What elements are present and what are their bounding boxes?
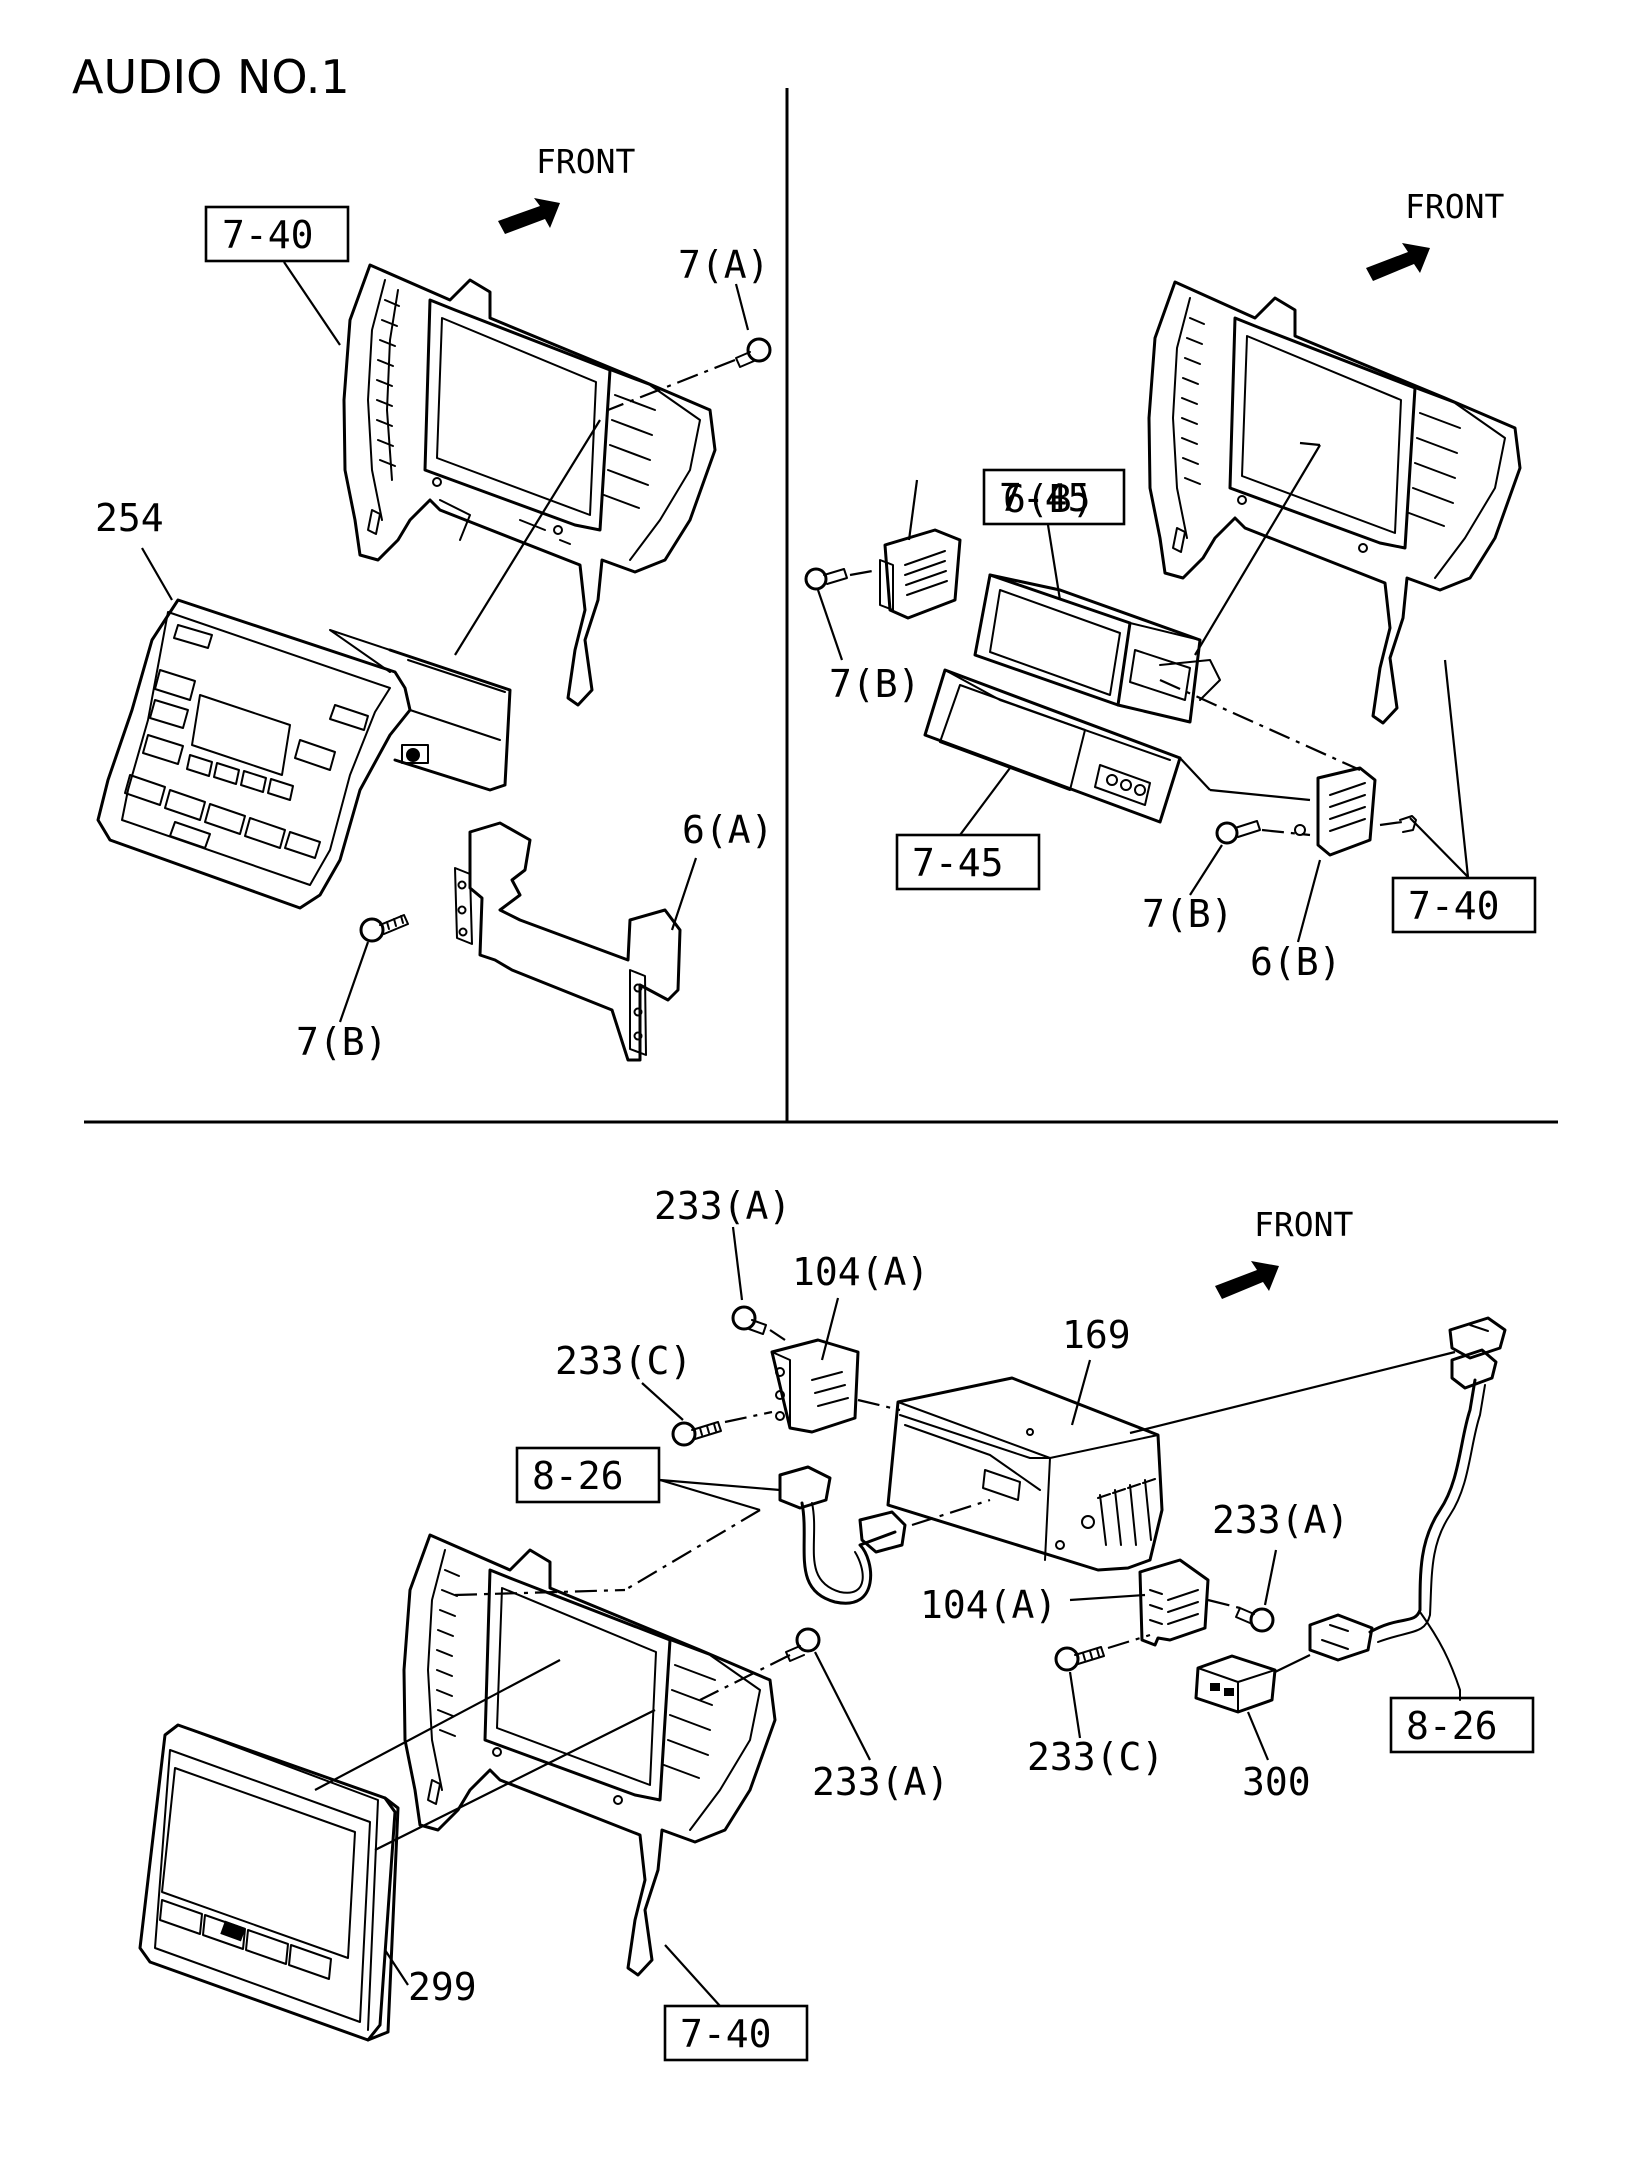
bracket-104a-upper <box>770 1338 860 1434</box>
part-label: 6(B) <box>1250 940 1342 984</box>
part-label: 7(B) <box>296 1020 388 1064</box>
pocket-7-45-upper <box>973 573 1221 724</box>
pocket-7-45-lower <box>923 668 1182 824</box>
ref-box-7-45 <box>982 468 1126 526</box>
front-arrow-icon <box>1366 243 1430 281</box>
screw-7b <box>1215 820 1261 845</box>
front-label: FRONT <box>536 142 635 181</box>
ref-box-7-45 <box>895 833 1041 891</box>
ref-label: 8-26 <box>1406 1704 1498 1748</box>
part-label: 7(A) <box>678 243 770 287</box>
front-arrow-icon <box>1215 1261 1279 1299</box>
part-label: 254 <box>95 496 164 540</box>
harness-8-26-short <box>778 1465 907 1605</box>
page-title: AUDIO NO.1 <box>72 50 350 104</box>
part-label: 299 <box>408 1965 477 2009</box>
bracket-6a <box>454 821 682 1062</box>
screw-233a <box>731 1305 767 1335</box>
ref-box-7-40 <box>1391 876 1537 934</box>
screw-233c <box>671 1421 722 1447</box>
panel-top-left: FRONT 7-40 7(A) 254 <box>95 142 774 1064</box>
part-label: 104(A) <box>920 1583 1057 1627</box>
part-label: 6(B) <box>1003 477 1095 521</box>
part-label: 7(B) <box>829 662 921 706</box>
part-label: 300 <box>1242 1760 1311 1804</box>
audio-unit-169 <box>886 1376 1164 1572</box>
display-unit-299 <box>138 1723 400 2042</box>
front-arrow-icon <box>498 198 560 234</box>
radio-unit-254 <box>96 598 512 910</box>
ref-label: 7-40 <box>222 213 314 257</box>
part-label: 6(A) <box>682 808 774 852</box>
part-label: 233(A) <box>812 1760 949 1804</box>
harness-8-26-long <box>1308 1316 1507 1701</box>
part-label: 169 <box>1062 1313 1131 1357</box>
ref-box-7-40 <box>663 2004 809 2062</box>
front-label: FRONT <box>1254 1205 1353 1244</box>
screw-7a <box>735 337 772 368</box>
clip <box>1379 815 1417 833</box>
bracket-6b-upper <box>879 528 962 620</box>
screw-7b <box>804 567 848 591</box>
part-label: 104(A) <box>792 1250 929 1294</box>
connector-300 <box>1194 1654 1277 1714</box>
part-label: 233(A) <box>654 1184 791 1228</box>
ref-label: 7-40 <box>1408 884 1500 928</box>
ref-label: 7-45 <box>999 476 1091 520</box>
part-label: 233(C) <box>1027 1735 1164 1779</box>
bracket-6b-lower <box>1294 766 1377 857</box>
front-label: FRONT <box>1405 187 1504 226</box>
screw-233a <box>1235 1607 1275 1633</box>
panel-bottom: FRONT 233(A) 104(A) 233(C) 169 <box>138 1184 1535 2062</box>
dash-bezel-7-40 <box>1147 280 1522 725</box>
ref-box-8-26 <box>515 1446 661 1504</box>
part-label: 233(C) <box>555 1339 692 1383</box>
part-label: 7(B) <box>1142 892 1234 936</box>
ref-box-8-26 <box>1389 1696 1535 1754</box>
part-label: 233(A) <box>1212 1498 1349 1542</box>
dash-bezel-7-40 <box>402 1533 777 1977</box>
dash-bezel-7-40 <box>342 263 717 707</box>
screw-7b <box>359 914 409 943</box>
ref-label: 7-40 <box>680 2012 772 2056</box>
ref-label: 8-26 <box>532 1454 624 1498</box>
bracket-104a-lower <box>1138 1558 1210 1647</box>
panel-top-right: FRONT 6(B) 7-45 <box>804 187 1537 984</box>
ref-label: 7-45 <box>912 841 1004 885</box>
screw-233a <box>785 1627 821 1662</box>
ref-box-7-40 <box>204 205 350 263</box>
screw-233c <box>1054 1646 1105 1672</box>
